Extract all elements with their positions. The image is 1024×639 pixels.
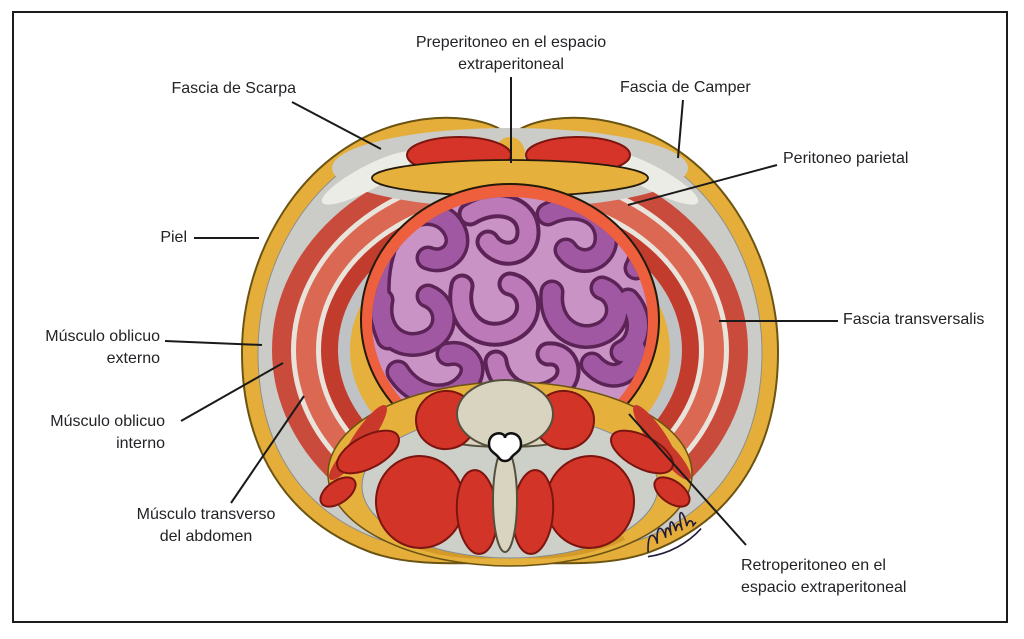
- tendon-sheen-right: [605, 151, 699, 205]
- vertebral-spinous-process: [492, 447, 518, 553]
- label-musculo-transverso: Músculo transverso del abdomen: [136, 506, 276, 545]
- label-musculo-oblicuo-interno: Músculo oblicuo interno: [50, 413, 165, 452]
- label-musculo-oblicuo-externo: Músculo oblicuo externo: [45, 328, 160, 367]
- artist-signature: [647, 511, 702, 558]
- spinal-canal: [487, 432, 523, 463]
- leader-line-oblicuo-externo: [164, 340, 263, 346]
- label-retroperitoneo: Retroperitoneo en el espacio extraperito…: [741, 557, 907, 596]
- label-fascia-camper: Fascia de Camper: [620, 79, 751, 96]
- deep-back-muscles: [319, 389, 691, 555]
- leader-line-oblicuo-interno: [180, 362, 284, 422]
- leader-line-retroperitoneo: [628, 413, 747, 546]
- label-fascia-scarpa: Fascia de Scarpa: [171, 80, 296, 97]
- leader-line-fascia-scarpa: [291, 101, 382, 150]
- label-peritoneo-parietal: Peritoneo parietal: [783, 150, 909, 167]
- leader-line-transverso: [230, 395, 305, 504]
- label-preperitoneo: Preperitoneo en el espacio extraperitone…: [415, 34, 607, 73]
- label-fascia-transversalis: Fascia transversalis: [843, 311, 985, 328]
- tendon-sheen-left: [321, 151, 415, 205]
- label-piel: Piel: [160, 229, 187, 246]
- leader-line-fascia-camper: [677, 99, 684, 159]
- leader-line-peritoneo-parietal: [627, 164, 778, 206]
- leader-lines: [164, 77, 838, 546]
